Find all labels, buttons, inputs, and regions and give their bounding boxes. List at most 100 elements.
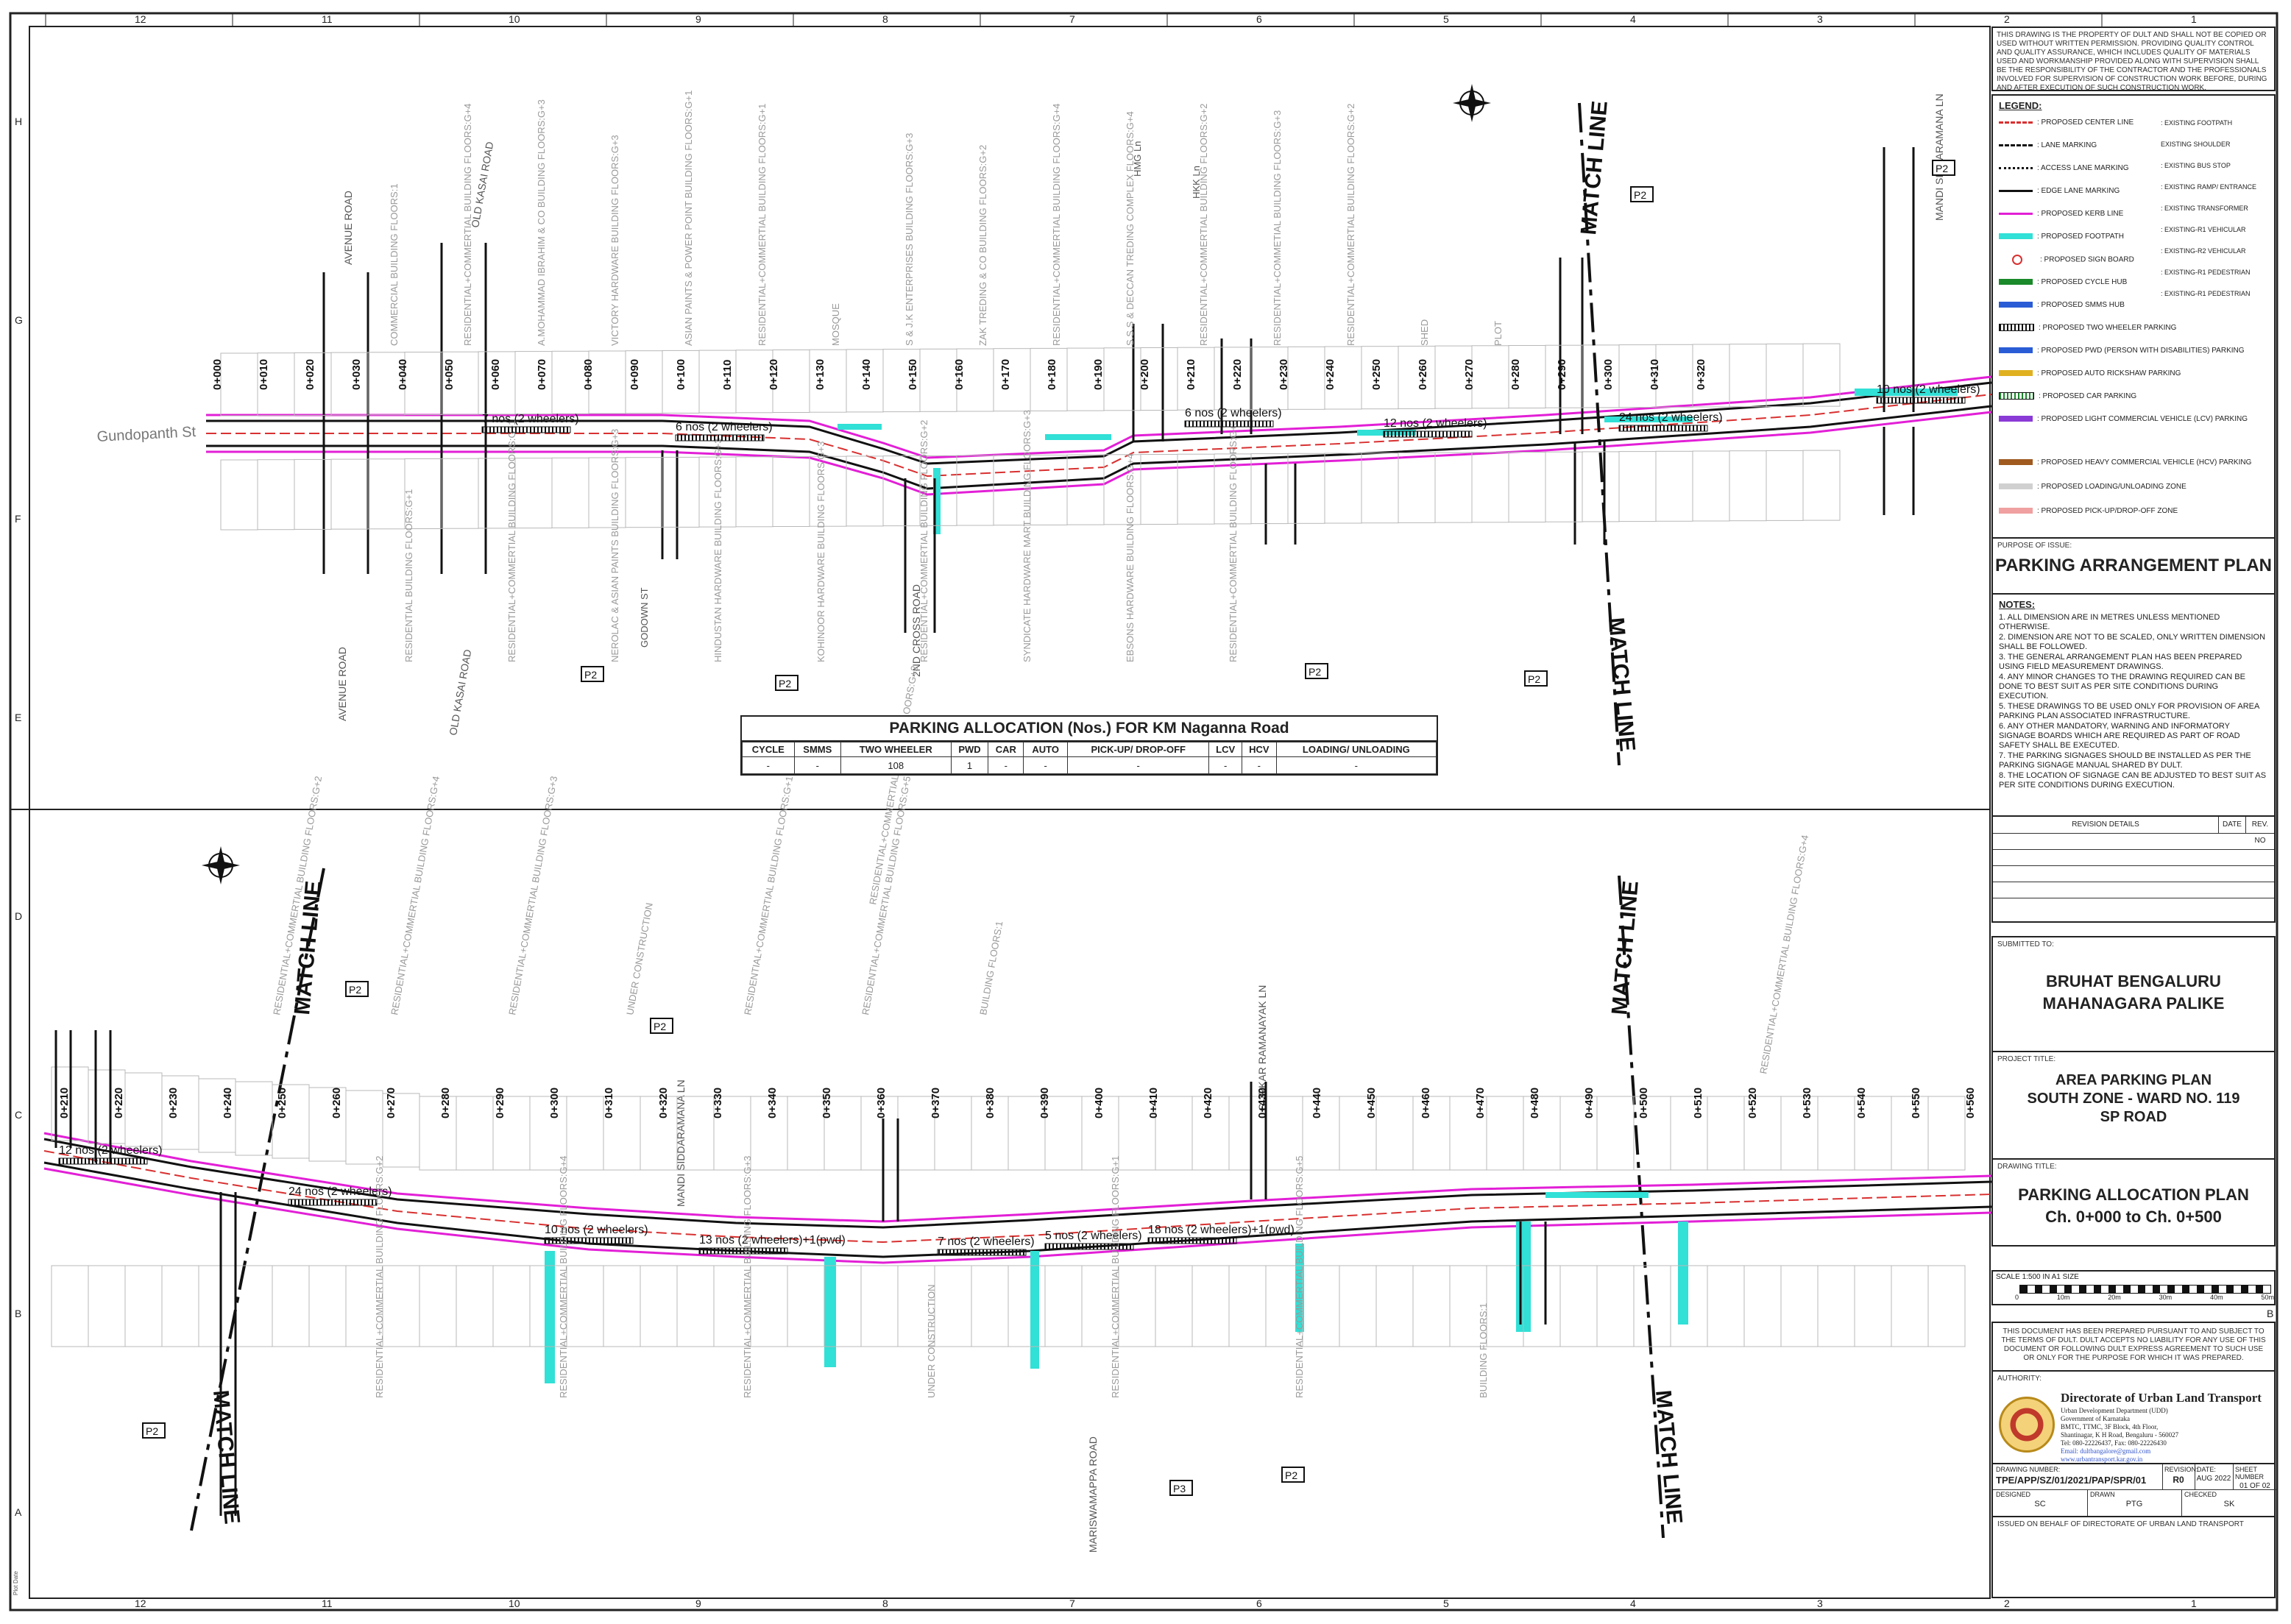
project-line2: SOUTH ZONE - WARD NO. 119 bbox=[2027, 1091, 2240, 1107]
legend-item: : PROPOSED LIGHT COMMERCIAL VEHICLE (LCV… bbox=[1999, 414, 2248, 425]
sign-marker-label: P2 bbox=[779, 678, 791, 689]
scale-tick: 20m bbox=[2108, 1294, 2121, 1301]
building-label: UNDER CONSTRUCTION bbox=[624, 902, 655, 1016]
grid-column-label: 8 bbox=[882, 1598, 888, 1609]
note-item: 5. THESE DRAWINGS TO BE USED ONLY FOR PR… bbox=[1999, 702, 2259, 720]
legend-item: : EXISTING-R1 PEDESTRIAN bbox=[2161, 288, 2251, 299]
date-value: AUG 2022 bbox=[2196, 1475, 2231, 1483]
building-parcel bbox=[1743, 1265, 1782, 1347]
grid-row-label: H bbox=[15, 116, 22, 127]
building-parcel bbox=[1339, 1265, 1377, 1347]
building-label: RESIDENTIAL+COMMERTIAL BUILDING FLOORS:G… bbox=[1198, 104, 1209, 346]
road-name-label: AVENUE ROAD bbox=[342, 191, 354, 265]
two-wheeler-parking-bay bbox=[1147, 1237, 1237, 1244]
scale-word: SCALE bbox=[1996, 1273, 2020, 1281]
building-label: RESIDENTIAL+COMMETIAL BUILDING FLOORS:G+… bbox=[1272, 110, 1283, 346]
legend-swatch bbox=[1999, 233, 2033, 240]
building-label: BUILDING FLOORS:1 bbox=[1478, 1303, 1489, 1398]
sign-marker-box bbox=[1932, 160, 1955, 176]
two-wheeler-parking-bay bbox=[937, 1249, 1027, 1256]
grid-row-label: G bbox=[15, 314, 23, 326]
footpath-patch bbox=[545, 1251, 555, 1383]
parking-group-label: 13 nos (2 wheelers)+1(pwd) bbox=[699, 1234, 846, 1247]
building-parcel bbox=[88, 1265, 126, 1347]
chainage-label: 0+420 bbox=[1202, 1088, 1214, 1118]
road-name-label: AVENUE ROAD bbox=[336, 647, 348, 721]
purpose-title: PARKING ARRANGEMENT PLAN bbox=[1995, 556, 2272, 575]
two-wheeler-parking-bay bbox=[1184, 420, 1274, 428]
chainage-label: 0+130 bbox=[814, 359, 826, 390]
building-label: NEROLAC & ASIAN PAINTS BUILDING FLOORS:G… bbox=[609, 429, 620, 662]
table-header: PWD bbox=[950, 742, 989, 757]
building-parcel bbox=[603, 1265, 641, 1347]
chainage-label: 0+430 bbox=[1256, 1088, 1269, 1118]
building-parcel bbox=[934, 1265, 972, 1347]
checked-label: CHECKED bbox=[2184, 1491, 2217, 1498]
sign-marker-label: P2 bbox=[1285, 1469, 1297, 1481]
building-parcel bbox=[1618, 451, 1657, 522]
parking-group-label: 10 nos (2 wheelers) bbox=[545, 1224, 648, 1236]
legend-item: : PROPOSED PWD (PERSON WITH DISABILITIES… bbox=[1999, 346, 2245, 356]
two-wheeler-parking-bay bbox=[1383, 430, 1473, 438]
chainage-label: 0+250 bbox=[1370, 359, 1383, 390]
building-parcel bbox=[1008, 1265, 1046, 1347]
issued-box: ISSUED ON BEHALF OF DIRECTORATE OF URBAN… bbox=[1991, 1516, 2276, 1598]
building-parcel bbox=[1471, 345, 1509, 409]
building-parcel bbox=[1066, 454, 1105, 525]
building-parcel bbox=[404, 352, 442, 415]
table-cell: - bbox=[988, 756, 1024, 774]
grid-column-label: 11 bbox=[322, 13, 333, 25]
grid-column-label: 7 bbox=[1069, 1598, 1075, 1609]
building-parcel bbox=[272, 1265, 310, 1347]
building-label: RESIDENTIAL+COMMERTIAL BUILDING FLOORS:G… bbox=[1294, 1156, 1305, 1398]
project-line1: AREA PARKING PLAN bbox=[2055, 1072, 2212, 1088]
grid-column-label: 5 bbox=[1443, 1598, 1449, 1609]
road-name-label: MANDI SIDDARAMANA LN bbox=[1933, 93, 1945, 221]
table-cell: - bbox=[1275, 756, 1437, 774]
legend-label: : PROPOSED CAR PARKING bbox=[2039, 392, 2137, 400]
two-wheeler-parking-bay bbox=[698, 1247, 788, 1255]
chainage-label: 0+550 bbox=[1910, 1088, 1922, 1118]
parking-group-label: 5 nos (2 wheelers) bbox=[1045, 1230, 1142, 1242]
match-line-label: MATCH LINE bbox=[1651, 1389, 1687, 1525]
building-parcel bbox=[1596, 1265, 1635, 1347]
note-item: 6. ANY OTHER MANDATORY, WARNING AND INFO… bbox=[1999, 722, 2240, 750]
sign-marker-box bbox=[345, 981, 369, 997]
legend-label: : EXISTING-R1 PEDESTRIAN bbox=[2161, 269, 2251, 276]
chainage-label: 0+460 bbox=[1420, 1088, 1432, 1118]
road-edge-south bbox=[206, 405, 1992, 490]
plot-date-label: Plot Date bbox=[13, 1571, 19, 1595]
chainage-label: 0+270 bbox=[385, 1088, 397, 1118]
two-wheeler-parking-bay bbox=[544, 1237, 634, 1244]
building-parcel bbox=[1508, 452, 1546, 522]
footpath-patch bbox=[1030, 1251, 1039, 1369]
authority-address: Urban Development Department (UDD) Gover… bbox=[2061, 1407, 2178, 1464]
legend-label: : LANE MARKING bbox=[2037, 141, 2097, 149]
submitted-to-line2: MAHANAGARA PALIKE bbox=[2042, 994, 2225, 1013]
authority-website: www.urbantransport.kar.gov.in bbox=[2061, 1455, 2143, 1463]
parking-group-label: 6 nos (2 wheelers) bbox=[676, 421, 773, 433]
date-label: DATE: bbox=[2197, 1466, 2216, 1473]
building-parcel bbox=[1044, 1265, 1083, 1347]
building-label: RESIDENTIAL+COMMERTIAL BUILDING FLOORS:G… bbox=[742, 1156, 753, 1398]
legend-item: : EXISTING-R1 PEDESTRIAN bbox=[2161, 267, 2251, 277]
footpath-patch bbox=[1604, 416, 1693, 422]
grid-column-label: 4 bbox=[1630, 13, 1636, 25]
legend-label: : PROPOSED HEAVY COMMERCIAL VEHICLE (HCV… bbox=[2037, 458, 2252, 467]
building-label: RESIDENTIAL+COMMERTIAL BUILDING FLOORS:G… bbox=[389, 775, 442, 1015]
building-parcel bbox=[1191, 1265, 1230, 1347]
chainage-label: 0+200 bbox=[1139, 359, 1151, 390]
authority-line: Urban Development Department (UDD) bbox=[2061, 1407, 2168, 1414]
grid-column-label: 7 bbox=[1069, 13, 1075, 25]
chainage-label: 0+530 bbox=[1801, 1088, 1813, 1118]
parking-table-value-row: - - 108 1 - - - - - - bbox=[742, 756, 1437, 774]
legend-item: : EXISTING RAMP/ ENTRANCE bbox=[2161, 182, 2256, 192]
note-item: 1. ALL DIMENSION ARE IN METRES UNLESS ME… bbox=[1999, 613, 2220, 631]
table-header: SMMS bbox=[793, 742, 841, 757]
two-wheeler-parking-bay bbox=[1044, 1243, 1134, 1250]
sign-marker-label: P3 bbox=[1173, 1483, 1186, 1494]
building-parcel bbox=[625, 457, 663, 528]
note-item: 8. THE LOCATION OF SIGNAGE CAN BE ADJUST… bbox=[1999, 771, 2267, 790]
legend-label: : PROPOSED KERB LINE bbox=[2037, 210, 2124, 218]
disclaimer-box: THIS DRAWING IS THE PROPERTY OF DULT AND… bbox=[1991, 26, 2276, 92]
